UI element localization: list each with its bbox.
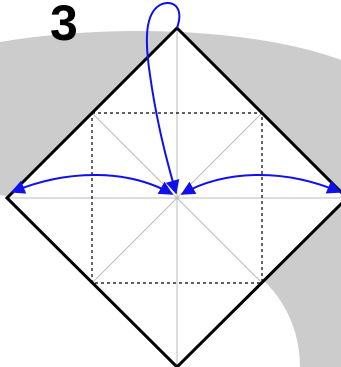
crease-diagonal-b (91, 112, 263, 284)
step-number: 3 (50, 0, 78, 51)
hidden-square-edge (91, 112, 263, 284)
left-fold-arrow (10, 174, 174, 195)
top-fold-arrow (145, 2, 181, 195)
crease-lines (7, 28, 341, 367)
right-fold-arrow (180, 174, 341, 195)
paper-outline (4, 25, 341, 367)
